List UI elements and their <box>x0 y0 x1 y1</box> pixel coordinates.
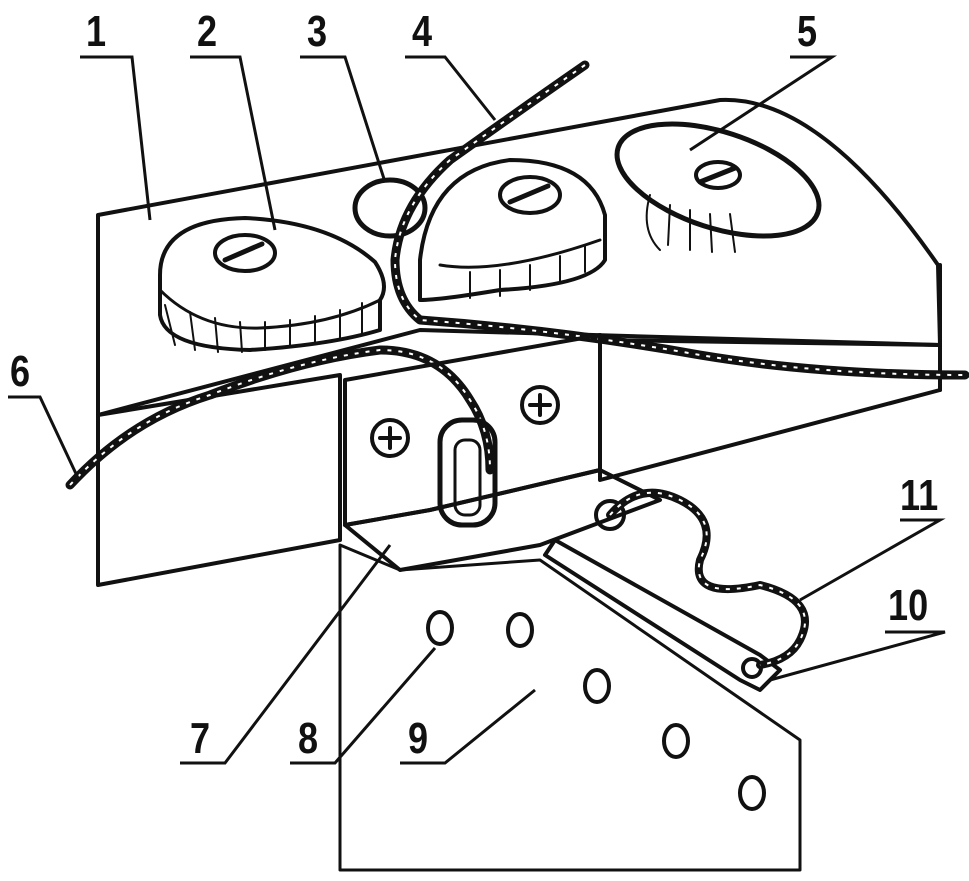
callout-6: 6 <box>10 347 31 396</box>
callout-10: 10 <box>888 581 929 630</box>
callout-9: 9 <box>408 714 429 763</box>
leader-lines <box>8 55 946 765</box>
callout-4: 4 <box>412 7 433 56</box>
cord-left <box>65 345 495 490</box>
spool <box>614 121 822 253</box>
callout-8: 8 <box>298 714 319 763</box>
perforated-plate <box>338 543 802 872</box>
callout-3: 3 <box>307 7 328 56</box>
guide-ring <box>352 177 428 239</box>
cam-left <box>158 216 386 353</box>
callout-11: 11 <box>900 471 939 520</box>
cam-right <box>418 158 607 302</box>
base-block <box>96 97 942 587</box>
callout-5: 5 <box>797 7 818 56</box>
callout-2: 2 <box>197 7 218 56</box>
callout-7: 7 <box>190 714 211 763</box>
cord-top <box>390 60 969 380</box>
angle-bracket <box>343 333 662 572</box>
callout-1: 1 <box>86 7 107 56</box>
lever-arm <box>543 488 809 692</box>
